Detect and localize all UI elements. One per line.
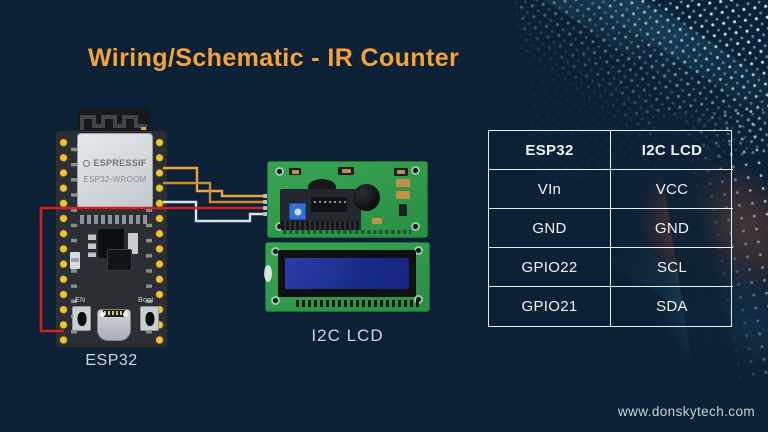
usb-screw-icon	[123, 312, 128, 317]
smd-component	[292, 170, 299, 174]
boot-button	[140, 306, 159, 331]
usb-screw-icon	[100, 312, 105, 317]
table-cell-scl: SCL	[611, 248, 733, 287]
micro-usb-connector	[97, 309, 131, 341]
i2c-lcd-back-module	[267, 161, 428, 238]
table-cell-gpio21: GPIO21	[489, 287, 611, 326]
glare-highlight	[264, 265, 272, 282]
smd-component	[399, 204, 407, 216]
smd-component	[396, 179, 410, 187]
table-cell-vcc: VCC	[611, 170, 733, 209]
sda-wire	[163, 181, 266, 204]
espressif-logo-icon	[83, 159, 91, 167]
backpack-header-pins	[281, 221, 361, 230]
crystal-component	[70, 252, 80, 269]
lcd-bezel	[278, 250, 416, 297]
smd-component	[372, 218, 382, 224]
screw-hole-icon	[275, 167, 284, 176]
regulator-chip	[128, 233, 138, 254]
smd-component	[342, 169, 351, 173]
i2c-lcd-front-module	[264, 242, 430, 312]
table-header-i2c-lcd: I2C LCD	[611, 131, 733, 170]
contrast-potentiometer	[289, 203, 306, 220]
table-cell-gnd-lcd: GND	[611, 209, 733, 248]
table-cell-gnd-esp: GND	[489, 209, 611, 248]
shield-solder-pads	[80, 215, 150, 224]
table-header-esp32: ESP32	[489, 131, 611, 170]
smd-component	[397, 170, 405, 174]
esp32-left-pins	[57, 132, 70, 345]
en-button-label: EN	[75, 297, 86, 304]
esp32-right-pin-labels	[146, 136, 152, 341]
screw-hole-icon	[411, 222, 420, 231]
smd-component	[396, 191, 410, 199]
usb-uart-chip	[107, 249, 132, 271]
espressif-brand-text: ESPRESSIF	[93, 158, 147, 168]
smd-pads	[88, 231, 96, 257]
esp32-caption: ESP32	[85, 352, 138, 369]
epoxy-blob-large	[353, 184, 380, 211]
screw-hole-icon	[271, 296, 280, 305]
espressif-brand: ESPRESSIF	[83, 158, 146, 168]
i2c-backpack-board	[280, 189, 361, 227]
pin-mapping-table: ESP32 I2C LCD VIn VCC GND GND GPIO22 SCL…	[488, 130, 733, 327]
screw-hole-icon	[411, 166, 420, 175]
esp32-right-pins	[153, 132, 166, 345]
lcd-pin-pads	[296, 300, 421, 307]
solder-joint-row	[283, 230, 411, 234]
table-cell-gpio22: GPIO22	[489, 248, 611, 287]
usb-contacts	[103, 310, 125, 317]
vcc-wire	[39, 206, 266, 333]
table-cell-vin: VIn	[489, 170, 611, 209]
lcd-caption: I2C LCD	[311, 326, 384, 345]
page-title: Wiring/Schematic - IR Counter	[88, 44, 460, 72]
website-url: www.donskytech.com	[618, 404, 755, 419]
en-button	[72, 306, 91, 331]
lcd-screen	[285, 258, 409, 289]
pcf8574-chip	[311, 197, 347, 212]
boot-button-label: Boot	[138, 297, 154, 304]
esp32-left-pin-labels	[71, 136, 77, 341]
esp32-module-text: ESP32-WROOM	[83, 175, 147, 184]
esp32-wroom-shield: ESPRESSIF ESP32-WROOM	[77, 133, 153, 209]
gnd-wire	[163, 200, 266, 223]
antenna-feed-pad	[141, 127, 146, 132]
table-cell-sda: SDA	[656, 298, 688, 315]
antenna-trace-icon	[80, 115, 147, 132]
